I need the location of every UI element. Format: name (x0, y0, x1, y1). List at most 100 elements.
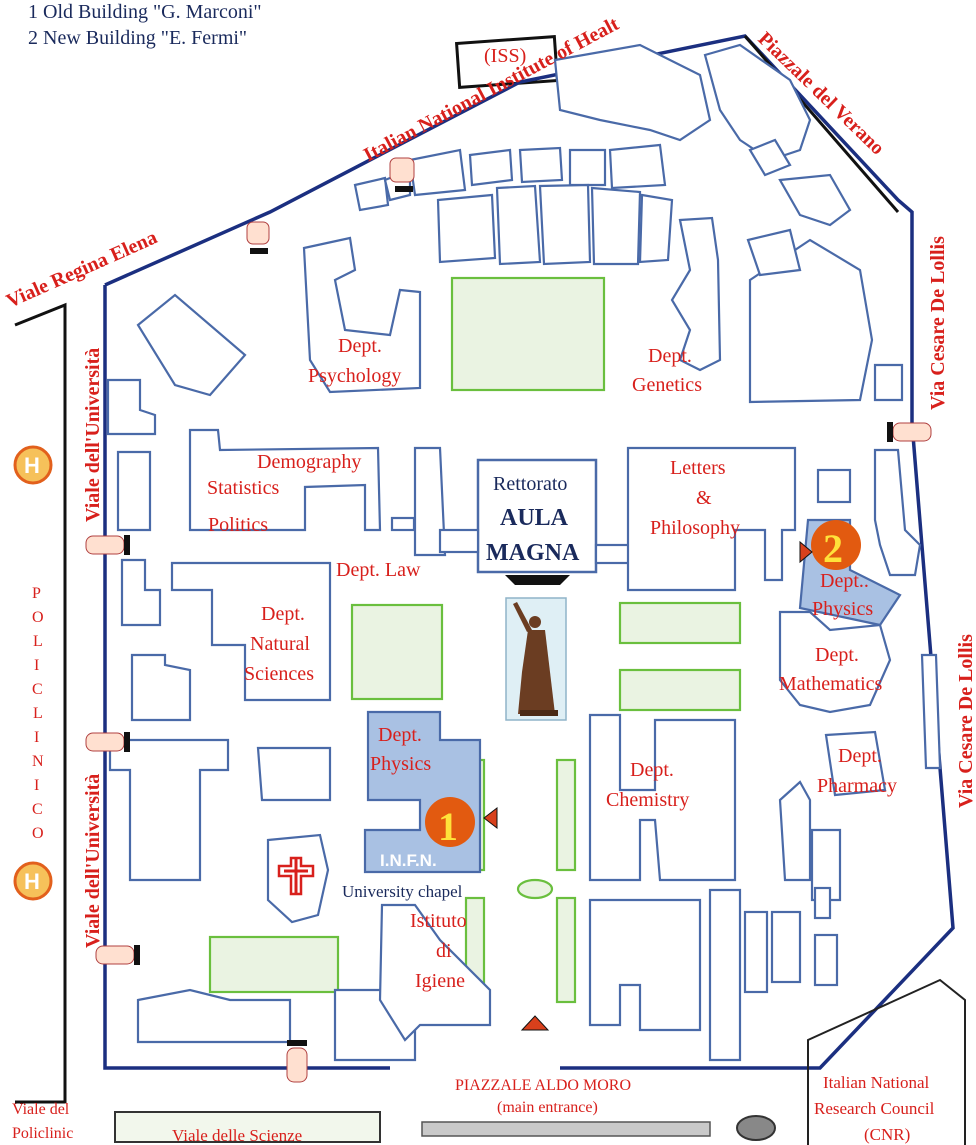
svg-text:Dept.: Dept. (838, 745, 882, 767)
street-via-de-lollis-bottom: Via Cesare De Lollis (955, 634, 976, 808)
svg-text:N: N (32, 753, 44, 770)
svg-text:I: I (34, 777, 39, 794)
aula-magna-building[interactable] (476, 458, 598, 574)
infn-label: I.N.F.N. (380, 851, 437, 870)
lawn-strip-2 (555, 758, 577, 872)
svg-text:MAGNA: MAGNA (486, 540, 580, 566)
svg-text:P: P (32, 585, 41, 602)
svg-text:Sciences: Sciences (244, 663, 314, 685)
svg-text:di: di (436, 940, 452, 962)
svg-text:C: C (32, 801, 43, 818)
svg-text:Philosophy: Philosophy (650, 517, 740, 539)
cnr-label-3: (CNR) (864, 1125, 910, 1144)
hospital-icon[interactable]: H (13, 445, 53, 485)
policlinico-label: P O L I C L I N I C O (32, 585, 44, 842)
entrance-arrow-1 (483, 806, 498, 830)
hospital-icon[interactable]: H (13, 861, 53, 901)
letters-building[interactable] (626, 446, 797, 592)
street-viale-scienze: Viale delle Scienze (172, 1126, 302, 1145)
svg-text:O: O (32, 609, 44, 626)
street-via-de-lollis-top: Via Cesare De Lollis (927, 236, 949, 410)
svg-text:C: C (32, 681, 43, 698)
svg-text:H: H (24, 869, 40, 894)
svg-text:Physics: Physics (812, 598, 873, 620)
entrance-arrow-2 (799, 540, 813, 564)
entrance-hand-icon[interactable] (85, 732, 130, 752)
aula-magna-corridor-east (594, 543, 633, 565)
entrance-hand-icon[interactable] (95, 945, 140, 965)
piazzale-aldo-moro-label: PIAZZALE ALDO MORO (455, 1077, 631, 1094)
marker-1[interactable]: 1 (425, 797, 475, 849)
main-entrance-arrow (520, 1015, 550, 1031)
entrance-hand-icon[interactable] (389, 157, 415, 192)
main-entrance-label: (main entrance) (497, 1099, 598, 1116)
viale-scienze-strip (114, 1111, 381, 1143)
lawn-north (450, 276, 606, 392)
street-viale-universita-top: Viale dell'Università (82, 348, 104, 522)
svg-text:1: 1 (438, 804, 458, 849)
svg-text:Dept.: Dept. (261, 603, 305, 625)
svg-text:Istituto: Istituto (410, 910, 467, 932)
iss-building[interactable] (454, 35, 560, 89)
svg-text:Rettorato: Rettorato (493, 473, 567, 495)
street-viale-policlinic-1: Viale del (12, 1101, 70, 1118)
fountain (516, 878, 554, 900)
svg-text:AULA: AULA (500, 505, 569, 531)
svg-text:O: O (32, 825, 44, 842)
policlinico-wall (14, 302, 67, 1104)
svg-text:Dept.: Dept. (378, 724, 422, 746)
svg-text:Physics: Physics (370, 753, 431, 775)
svg-text:Demography: Demography (257, 451, 361, 473)
entrance-hand-icon[interactable] (246, 221, 270, 254)
svg-text:Letters: Letters (670, 457, 726, 479)
svg-text:L: L (33, 633, 43, 650)
svg-text:Dept.: Dept. (648, 345, 692, 367)
lawn-east-2 (618, 668, 742, 712)
lawn-strip-4 (555, 896, 577, 1004)
svg-text:Chemistry: Chemistry (606, 789, 689, 811)
cnr-label-2: Research Council (814, 1099, 935, 1118)
west-buildings (108, 428, 492, 1062)
svg-text:Dept.: Dept. (815, 644, 859, 666)
statue-figure (513, 602, 558, 716)
svg-text:Statistics: Statistics (207, 477, 279, 499)
aula-magna-corridor (438, 528, 480, 554)
svg-text:I: I (34, 657, 39, 674)
svg-text:&: & (696, 487, 712, 509)
entrance-hand-icon[interactable] (887, 422, 932, 442)
svg-text:Politics: Politics (208, 514, 268, 536)
svg-text:University chapel: University chapel (342, 882, 463, 901)
svg-text:Dept.: Dept. (630, 759, 674, 781)
svg-text:Dept..: Dept.. (820, 570, 869, 592)
svg-text:Genetics: Genetics (632, 374, 702, 396)
aula-magna-steps (505, 575, 570, 585)
svg-text:2: 2 (823, 526, 843, 571)
marker-2[interactable]: 2 (811, 520, 861, 571)
street-viale-policlinic-2: Policlinic (12, 1125, 73, 1142)
iss-label: (ISS) (484, 45, 526, 67)
svg-text:Mathematics: Mathematics (779, 673, 883, 695)
lawn-west (350, 603, 444, 701)
svg-text:Dept. Law: Dept. Law (336, 559, 421, 581)
legend-item-2: 2 New Building "E. Fermi" (28, 27, 247, 49)
east-buildings (588, 448, 942, 1062)
entrance-hand-icon[interactable] (85, 535, 130, 555)
chapel-cross-icon (277, 856, 315, 896)
svg-text:Igiene: Igiene (415, 970, 465, 992)
street-viale-universita-bottom: Viale dell'Università (82, 774, 104, 948)
entrance-hand-icon[interactable] (286, 1040, 308, 1083)
building-labels: Dept. Psychology Dept. Genetics Demograp… (207, 335, 897, 992)
svg-text:Psychology: Psychology (308, 365, 401, 387)
legend-item-1: 1 Old Building "G. Marconi" (28, 1, 262, 23)
svg-text:H: H (24, 453, 40, 478)
piazzale-strip (421, 1121, 711, 1137)
cnr-label-1: Italian National (823, 1073, 929, 1092)
lawn-east-1 (618, 601, 742, 645)
svg-text:I: I (34, 729, 39, 746)
cnr-wall (807, 978, 966, 1145)
svg-text:Dept.: Dept. (338, 335, 382, 357)
north-buildings (106, 43, 904, 436)
lawn-sw (208, 935, 340, 994)
svg-text:Pharmacy: Pharmacy (817, 775, 897, 797)
